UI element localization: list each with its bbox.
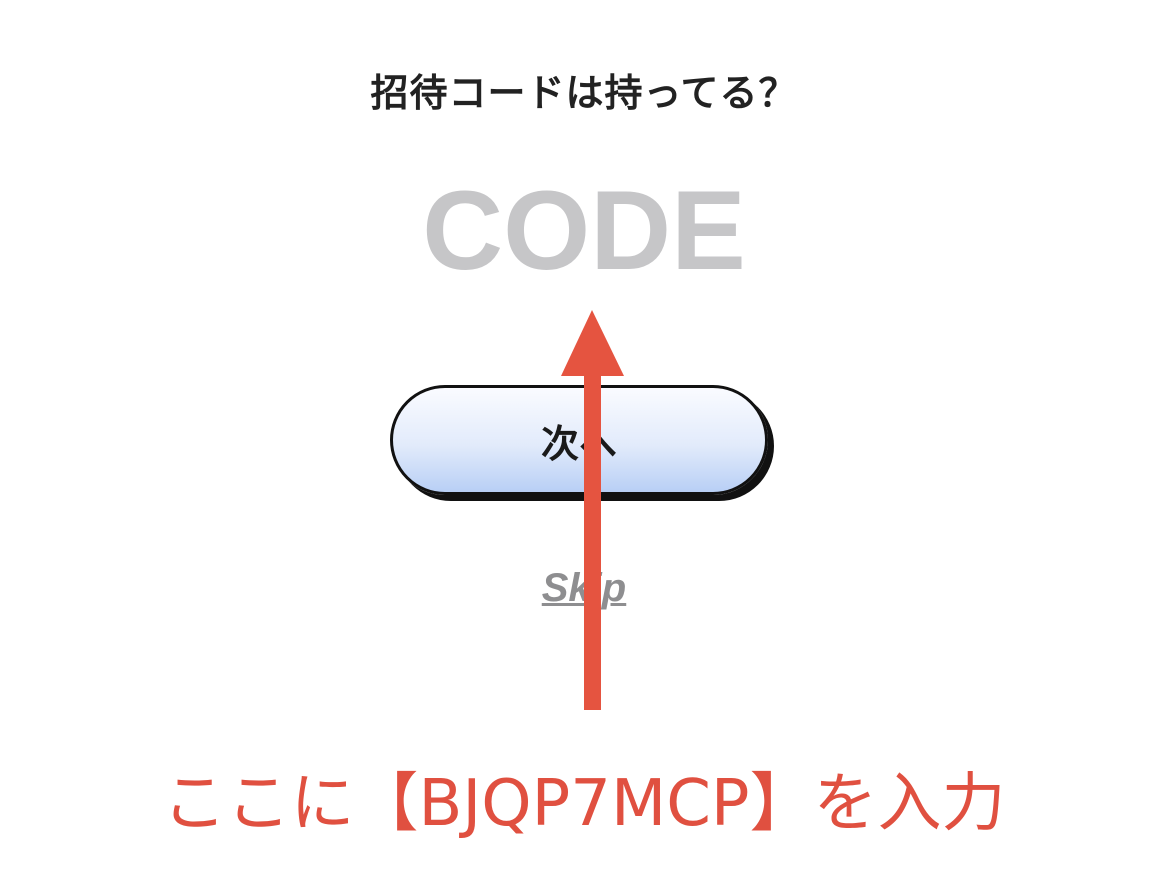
- next-button-label: 次へ: [540, 421, 617, 466]
- invite-code-input[interactable]: [334, 170, 834, 290]
- arrow-head: [561, 310, 624, 376]
- page-title: 招待コードは持ってる？: [370, 71, 798, 115]
- next-button[interactable]: 次へ: [390, 385, 768, 495]
- annotation-text: ここに【BJQP7MCP】を入力: [162, 767, 1006, 841]
- skip-link[interactable]: Skip: [541, 566, 627, 610]
